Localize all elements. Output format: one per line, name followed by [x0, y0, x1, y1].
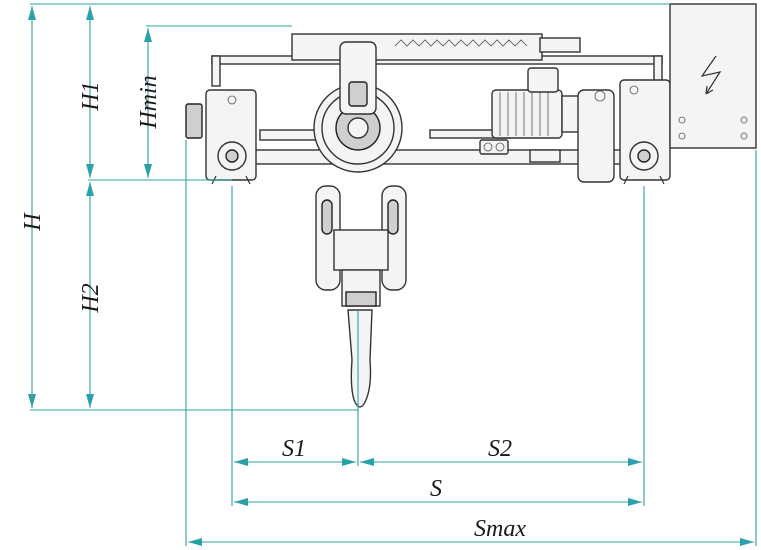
- rope-drum: [313, 41, 403, 173]
- crane-hook: [347, 309, 373, 408]
- dim-label-h2: H2: [78, 283, 104, 313]
- dim-label-h: H: [20, 212, 46, 232]
- dimension-lines: [28, 3, 757, 546]
- gear-rack: [291, 33, 581, 61]
- dim-label-hmin: Hmin: [136, 75, 162, 129]
- electric-control-box: [669, 3, 757, 149]
- dim-label-s: S: [430, 476, 442, 502]
- dim-label-s1: S1: [282, 436, 306, 462]
- lightning-bolt-icon: [700, 55, 722, 95]
- left-end-carriage: [185, 89, 257, 185]
- hoist-trolley: [185, 3, 757, 185]
- left-frame-post: [211, 55, 221, 87]
- dim-label-smax: Smax: [474, 516, 526, 542]
- dim-label-h1: H1: [78, 81, 104, 111]
- dim-label-s2: S2: [488, 436, 512, 462]
- hook-block: [315, 185, 407, 408]
- right-end-carriage: [619, 79, 671, 185]
- drive-motor: [479, 67, 615, 183]
